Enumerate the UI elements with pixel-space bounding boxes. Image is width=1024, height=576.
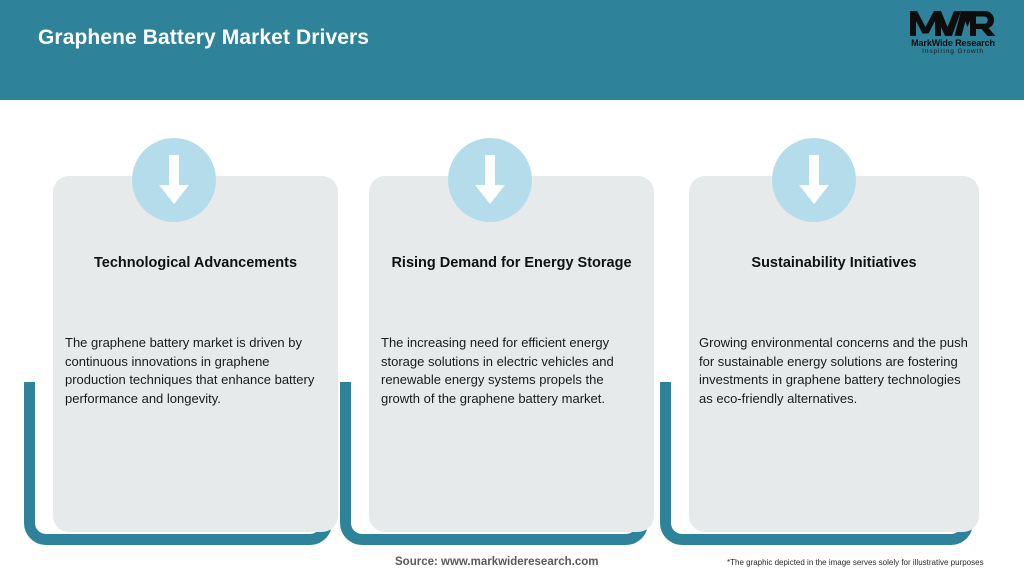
mwr-logo-icon xyxy=(910,11,996,36)
drivers-card-group: Technological Advancements The graphene … xyxy=(0,100,1024,545)
header-bar: Graphene Battery Market Drivers MarkWide… xyxy=(0,0,1024,100)
card-panel: Sustainability Initiatives Growing envir… xyxy=(689,176,979,532)
driver-card-3[interactable]: Sustainability Initiatives Growing envir… xyxy=(660,100,979,545)
card-title: Technological Advancements xyxy=(93,255,298,271)
down-arrow-icon xyxy=(132,138,216,222)
card-panel: Technological Advancements The graphene … xyxy=(53,176,338,532)
driver-card-1[interactable]: Technological Advancements The graphene … xyxy=(24,100,338,545)
driver-card-2[interactable]: Rising Demand for Energy Storage The inc… xyxy=(340,100,654,545)
disclaimer-label: *The graphic depicted in the image serve… xyxy=(727,558,984,567)
card-body-text: The increasing need for efficient energy… xyxy=(381,335,614,406)
brand-logo: MarkWide Research Inspiring Growth xyxy=(900,10,1006,62)
down-arrow-icon xyxy=(448,138,532,222)
logo-tagline: Inspiring Growth xyxy=(922,48,984,55)
down-arrow-icon xyxy=(772,138,856,222)
card-panel: Rising Demand for Energy Storage The inc… xyxy=(369,176,654,532)
source-label: Source: www.markwideresearch.com xyxy=(395,556,599,568)
card-title: Sustainability Initiatives xyxy=(751,255,917,271)
card-body-text: Growing environmental concerns and the p… xyxy=(699,335,968,406)
logo-company-name: MarkWide Research xyxy=(911,38,995,48)
card-title: Rising Demand for Energy Storage xyxy=(391,255,632,271)
card-body-text: The graphene battery market is driven by… xyxy=(65,335,315,406)
page-title: Graphene Battery Market Drivers xyxy=(38,26,370,49)
